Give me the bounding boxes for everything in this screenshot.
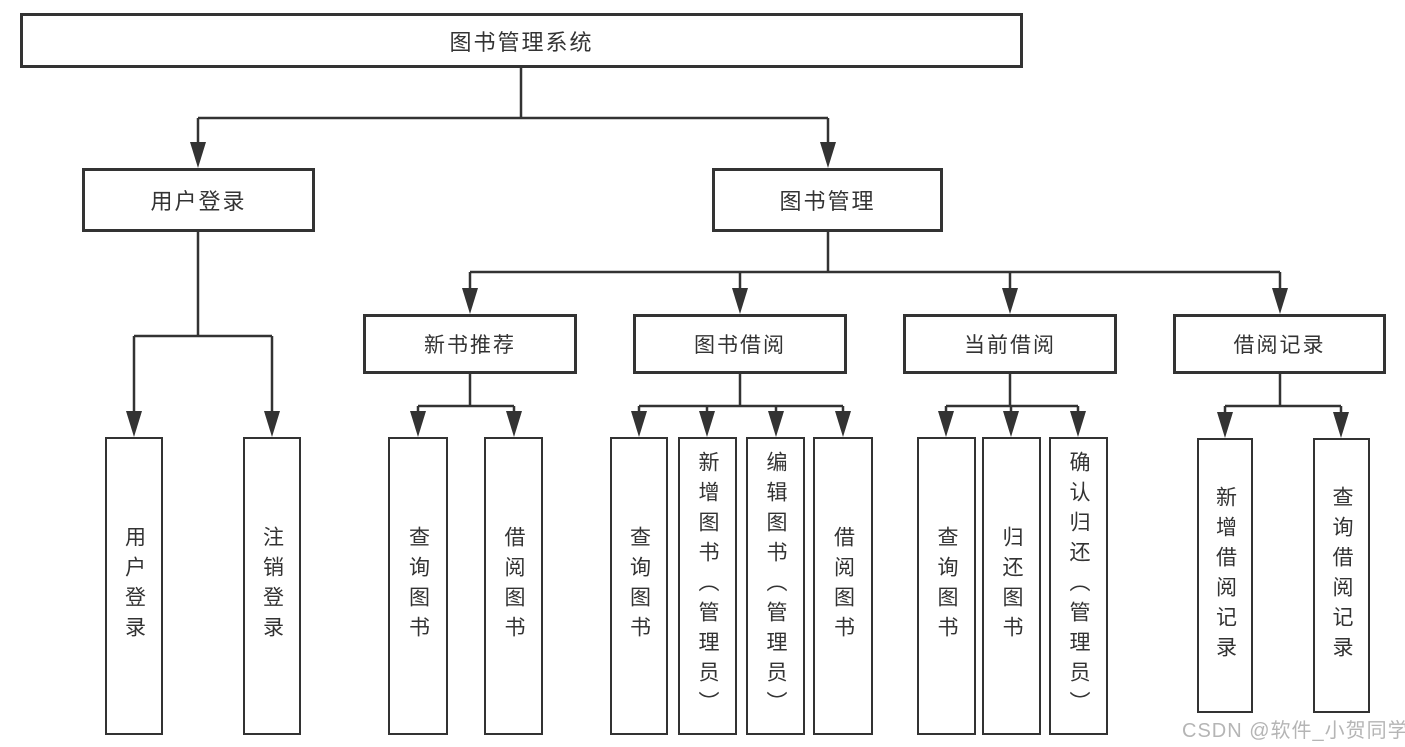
node-label: 查询图书: [935, 526, 958, 646]
node-label: 借阅图书: [831, 526, 855, 646]
node-new-book-recommend: 新书推荐: [363, 314, 577, 374]
node-label: 借阅图书: [502, 526, 525, 646]
node-label: 归还图书: [1000, 526, 1023, 646]
node-root-system: 图书管理系统: [20, 13, 1023, 68]
leaf-nb-borrow-book: 借阅图书: [484, 437, 543, 735]
arrowheads: [126, 142, 1349, 438]
node-label: 确认归还（管理员）: [1067, 451, 1090, 721]
leaf-br-add-record: 新增借阅记录: [1197, 438, 1253, 713]
leaf-br-query-record: 查询借阅记录: [1313, 438, 1370, 713]
node-book-management: 图书管理: [712, 168, 943, 232]
node-label: 图书管理系统: [449, 29, 594, 55]
leaf-logout: 注销登录: [243, 437, 301, 735]
leaf-user-login: 用户登录: [105, 437, 163, 735]
csdn-watermark: CSDN @软件_小贺同学: [1182, 720, 1405, 742]
node-label: 用户登录: [150, 189, 247, 214]
node-book-borrow: 图书借阅: [633, 314, 847, 374]
node-label: 查询图书: [627, 526, 651, 646]
leaf-cb-confirm-return-admin: 确认归还（管理员）: [1049, 437, 1108, 735]
leaf-bb-add-book-admin: 新增图书（管理员）: [678, 437, 737, 735]
leaf-bb-edit-book-admin: 编辑图书（管理员）: [746, 437, 805, 735]
leaf-cb-query-book: 查询图书: [917, 437, 976, 735]
node-label: 编辑图书（管理员）: [764, 451, 787, 721]
node-label: 查询借阅记录: [1330, 485, 1353, 666]
node-label: 新增借阅记录: [1213, 485, 1237, 666]
node-label: 新书推荐: [424, 334, 516, 357]
leaf-bb-query-book: 查询图书: [610, 437, 668, 735]
node-label: 新增图书（管理员）: [696, 451, 719, 721]
leaf-cb-return-book: 归还图书: [982, 437, 1041, 735]
node-borrow-records: 借阅记录: [1173, 314, 1386, 374]
node-label: 注销登录: [260, 526, 284, 646]
node-current-borrow: 当前借阅: [903, 314, 1117, 374]
node-label: 图书借阅: [694, 334, 786, 357]
leaf-nb-query-book: 查询图书: [388, 437, 448, 735]
node-label: 图书管理: [779, 189, 876, 214]
node-label: 借阅记录: [1233, 334, 1326, 357]
node-label: 用户登录: [122, 526, 146, 646]
node-label: 当前借阅: [964, 334, 1056, 357]
leaf-bb-borrow-book: 借阅图书: [813, 437, 873, 735]
node-label: 查询图书: [406, 526, 430, 646]
node-user-login: 用户登录: [82, 168, 315, 232]
